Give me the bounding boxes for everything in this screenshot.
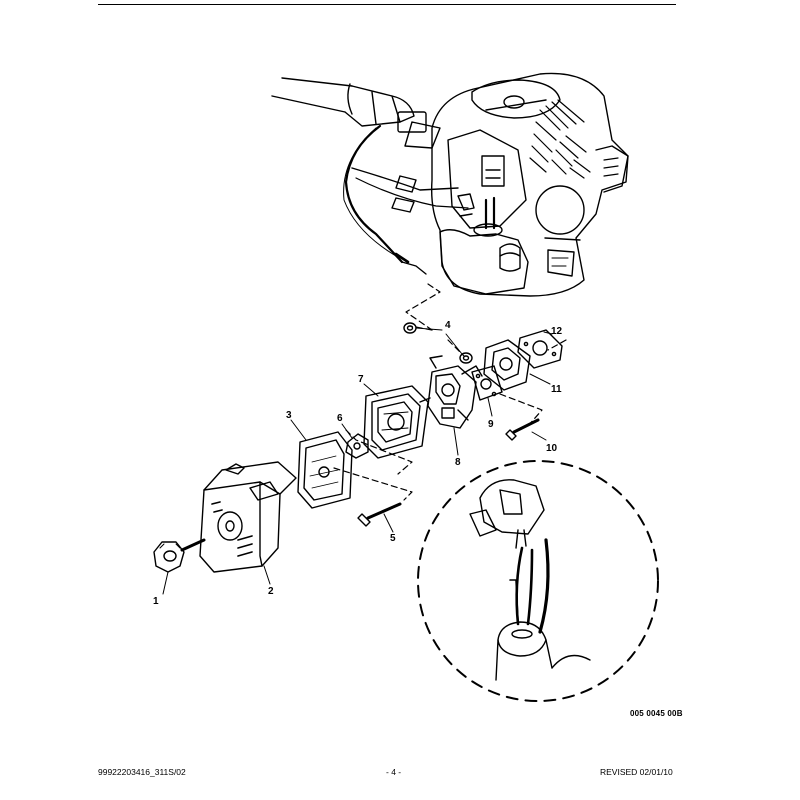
callout-labels: 1 2 3 4 5 6 7 8 9 10 11 12: [153, 320, 563, 607]
part-3-air-filter: [297, 431, 353, 509]
part-11-spacer: [483, 339, 531, 391]
part-7-filter-base: [363, 385, 429, 459]
part-12-gasket: [517, 329, 563, 369]
callout-11: 11: [551, 384, 562, 395]
callout-12: 12: [551, 326, 563, 337]
callout-4: 4: [445, 320, 451, 331]
part-9-gasket: [471, 365, 503, 401]
part-1-knob: [153, 538, 206, 573]
part-2-filter-cover: [199, 461, 297, 573]
callout-5: 5: [390, 533, 396, 544]
header-rule: [98, 4, 676, 5]
callout-leaders: [162, 327, 553, 595]
footer-revision-date: REVISED 02/01/10: [600, 767, 673, 777]
callout-10: 10: [546, 443, 558, 454]
drive-shaft-tube: [271, 77, 441, 149]
callout-3: 3: [286, 410, 292, 421]
callout-7: 7: [358, 374, 364, 385]
part-6-choke-plate: [345, 433, 369, 459]
engine-body: [430, 72, 629, 297]
callout-9: 9: [488, 419, 494, 430]
callout-1: 1: [153, 596, 159, 607]
drawing-number: 005 0045 00B: [630, 709, 683, 718]
callout-8: 8: [455, 457, 461, 468]
detail-inset-circle: [417, 460, 659, 702]
part-10-screw: [505, 418, 540, 441]
throttle-cable: [343, 124, 469, 275]
part-5-screw: [357, 502, 402, 527]
footer-page-number: - 4 -: [386, 767, 402, 777]
callout-6: 6: [337, 413, 343, 424]
part-8-carburetor: [419, 355, 483, 429]
footer-document-number: 99922203416_311S/02: [98, 767, 186, 777]
callout-2: 2: [268, 586, 274, 597]
assembly-leader-lines: [333, 283, 567, 501]
detail-inset-fuel-lines: [469, 479, 591, 681]
